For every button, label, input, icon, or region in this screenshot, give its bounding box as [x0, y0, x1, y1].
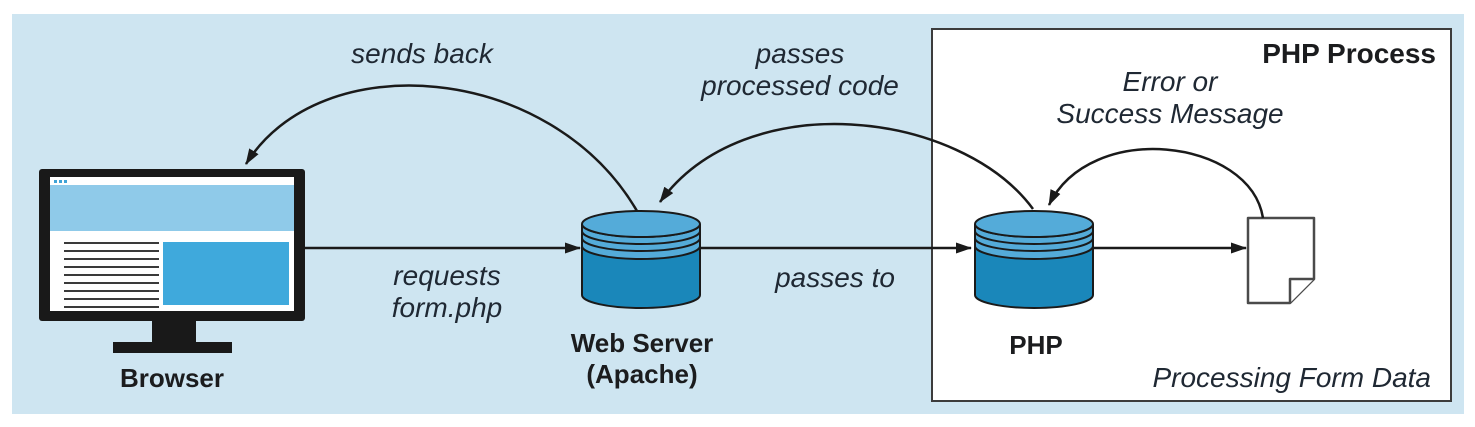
- monitor-stand-base: [113, 342, 232, 353]
- titlebar-dot-icon: [54, 180, 57, 183]
- php-process-title: PHP Process: [1262, 38, 1436, 69]
- requests-form-label: requests form.php: [391, 260, 503, 323]
- sends-back-label: sends back: [351, 38, 493, 69]
- passes-to-label: passes to: [775, 262, 895, 293]
- monitor-screen: [50, 177, 294, 311]
- error-success-label: Error or Success Message: [1056, 66, 1284, 129]
- titlebar-dot-icon: [64, 180, 67, 183]
- web-server-label: Web Server (Apache): [570, 328, 714, 389]
- webpage-content: [50, 231, 294, 311]
- php-process-caption: Processing Form Data: [1152, 362, 1431, 393]
- browser-label: Browser: [119, 363, 225, 393]
- passes-processed-code-label: passes processed code: [701, 38, 899, 101]
- webpage-header-band: [50, 185, 294, 231]
- php-label: PHP: [1009, 330, 1063, 360]
- webpage-image-block: [163, 242, 289, 305]
- monitor-stand-neck: [152, 321, 196, 342]
- browser-monitor-icon: [39, 169, 305, 353]
- browser-titlebar: [50, 177, 294, 185]
- webpage-text-lines: [64, 242, 159, 314]
- titlebar-dot-icon: [59, 180, 62, 183]
